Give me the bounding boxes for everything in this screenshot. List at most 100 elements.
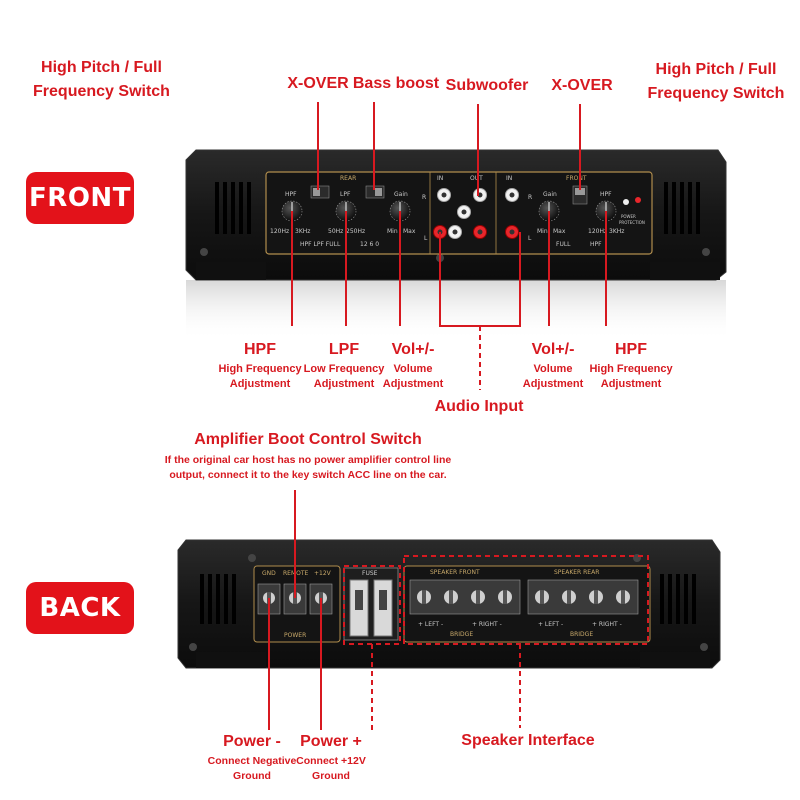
panel-front-label: FRONT (566, 175, 587, 182)
lpf-title: LPF (328, 341, 360, 358)
back-screw-3 (700, 643, 708, 651)
hpf-right-desc1: High Frequency (589, 363, 673, 375)
front-foot-left (196, 262, 266, 280)
rca-jacks (433, 188, 519, 239)
panel-l-label: L (424, 235, 428, 242)
vol-right-desc2: Adjustment (522, 378, 584, 390)
panel-r2-label: R (528, 194, 532, 201)
front-reflection (186, 280, 726, 340)
audio-input-label: Audio Input (434, 398, 524, 415)
hpf-left-title: HPF (244, 341, 276, 358)
back-screw-1 (189, 643, 197, 651)
power-minus-callout: Power - Connect Negative Ground (204, 732, 300, 784)
front-right-switch-line1: High Pitch / Full (655, 61, 777, 78)
front-foot-right (650, 262, 720, 280)
panel-out-label: OUT (470, 175, 483, 182)
subwoofer-label: Subwoofer (445, 77, 529, 94)
power-plus-callout: Power + Connect +12V Ground (292, 732, 370, 784)
vol-right-callout: Vol+/- Volume Adjustment (514, 340, 592, 392)
front-amplifier: REAR FRONT IN OUT IN HPF LPF Gain Gain H… (185, 149, 727, 340)
power-plus-desc2: Ground (312, 770, 350, 782)
panel-rear-label: REAR (340, 175, 356, 182)
back-foot-left (196, 652, 266, 668)
xover-left-label: X-OVER (287, 75, 349, 92)
vol-left-desc1: Volume (393, 363, 433, 375)
panel-in2-label: IN (506, 175, 512, 182)
panel-50hz-label: 50Hz (328, 228, 343, 235)
panel-fuse-label: FUSE (362, 570, 378, 577)
front-vent-right (664, 182, 700, 234)
panel-lpf-label: LPF (340, 191, 351, 198)
speaker-terminals (409, 579, 639, 615)
hpf-right-callout: HPF High Frequency Adjustment (584, 340, 678, 392)
panel-l2-label: L (528, 235, 532, 242)
panel-gnd-label: GND (262, 570, 276, 577)
panel-boost-row: 12 6 0 (360, 241, 379, 248)
front-left-switch-label: High Pitch / Full Frequency Switch (14, 58, 189, 102)
protection-led (635, 197, 641, 203)
front-vent-left (215, 182, 251, 234)
lpf-desc2: Adjustment (313, 378, 375, 390)
lpf-desc1: Low Frequency (303, 363, 385, 375)
front-left-switch-line2: Frequency Switch (33, 83, 170, 100)
panel-right-label: + RIGHT - (472, 621, 502, 628)
panel-gain-label: Gain (394, 191, 408, 198)
panel-max2-label: Max (553, 228, 566, 235)
front-leader-lines (291, 102, 607, 390)
panel-power-label: POWER (621, 214, 636, 219)
panel-r-label: R (422, 194, 426, 201)
back-screw-4 (248, 554, 256, 562)
panel-speaker-front-label: SPEAKER FRONT (430, 569, 480, 576)
back-foot-right (640, 652, 710, 668)
hpf-left-callout: HPF High Frequency Adjustment (212, 340, 308, 392)
panel-min-label: Min (387, 228, 398, 235)
back-vent-right (660, 574, 696, 624)
front-screw-1 (200, 248, 208, 256)
boot-switch-title: Amplifier Boot Control Switch (194, 431, 422, 448)
panel-protection-label: PROTECTION (619, 220, 645, 225)
front-left-switch-line1: High Pitch / Full (41, 59, 162, 76)
front-right-switch-label: High Pitch / Full Frequency Switch (636, 60, 796, 104)
panel-hpf2-label: HPF (600, 191, 612, 198)
back-amplifier: GND REMOTE +12V POWER FUSE SPEAKER FRONT… (177, 539, 721, 669)
front-screw-3 (702, 248, 710, 256)
panel-left-label: + LEFT - (418, 621, 443, 628)
speaker-highlight-box (403, 555, 649, 645)
power-plus-desc1: Connect +12V (296, 755, 366, 767)
panel-max-label: Max (403, 228, 416, 235)
panel-12v-label: +12V (314, 570, 332, 577)
power-plus-title: Power + (300, 733, 362, 750)
panel-left2-label: + LEFT - (538, 621, 563, 628)
vol-left-callout: Vol+/- Volume Adjustment (374, 340, 452, 392)
lpf-callout: LPF Low Frequency Adjustment (300, 340, 388, 392)
panel-power-label-back: POWER (284, 632, 306, 639)
panel-full-row: HPF LPF FULL (300, 241, 341, 248)
vol-right-title: Vol+/- (531, 341, 575, 358)
panel-bridge2-label: BRIDGE (570, 631, 593, 638)
vol-left-title: Vol+/- (391, 341, 435, 358)
bass-boost-label: Bass boost (352, 75, 440, 92)
power-minus-desc1: Connect Negative (207, 755, 297, 767)
panel-120hz-b-label: 120Hz (588, 228, 607, 235)
panel-gain2-label: Gain (543, 191, 557, 198)
back-callouts (268, 490, 649, 730)
panel-3khz-b-label: 3KHz (609, 228, 624, 235)
back-vent-left (200, 574, 236, 624)
back-badge: BACK (26, 582, 134, 634)
boot-switch-desc1: If the original car host has no power am… (164, 454, 452, 466)
vol-right-desc1: Volume (533, 363, 573, 375)
power-led (623, 199, 629, 205)
hpf-left-desc2: Adjustment (229, 378, 291, 390)
panel-bridge-label: BRIDGE (450, 631, 473, 638)
panel-3khz-label: 3KHz (295, 228, 310, 235)
front-right-switch-line2: Frequency Switch (647, 85, 785, 102)
boot-switch-desc2: output, connect it to the key switch ACC… (169, 469, 447, 481)
speaker-interface-label: Speaker Interface (461, 732, 595, 749)
power-minus-desc2: Ground (233, 770, 271, 782)
panel-min2-label: Min (537, 228, 548, 235)
boot-switch-callout: Amplifier Boot Control Switch If the ori… (140, 430, 476, 483)
panel-in-label: IN (437, 175, 443, 182)
vol-left-desc2: Adjustment (382, 378, 444, 390)
hpf-right-title: HPF (615, 341, 647, 358)
panel-full-label: FULL (556, 241, 571, 248)
